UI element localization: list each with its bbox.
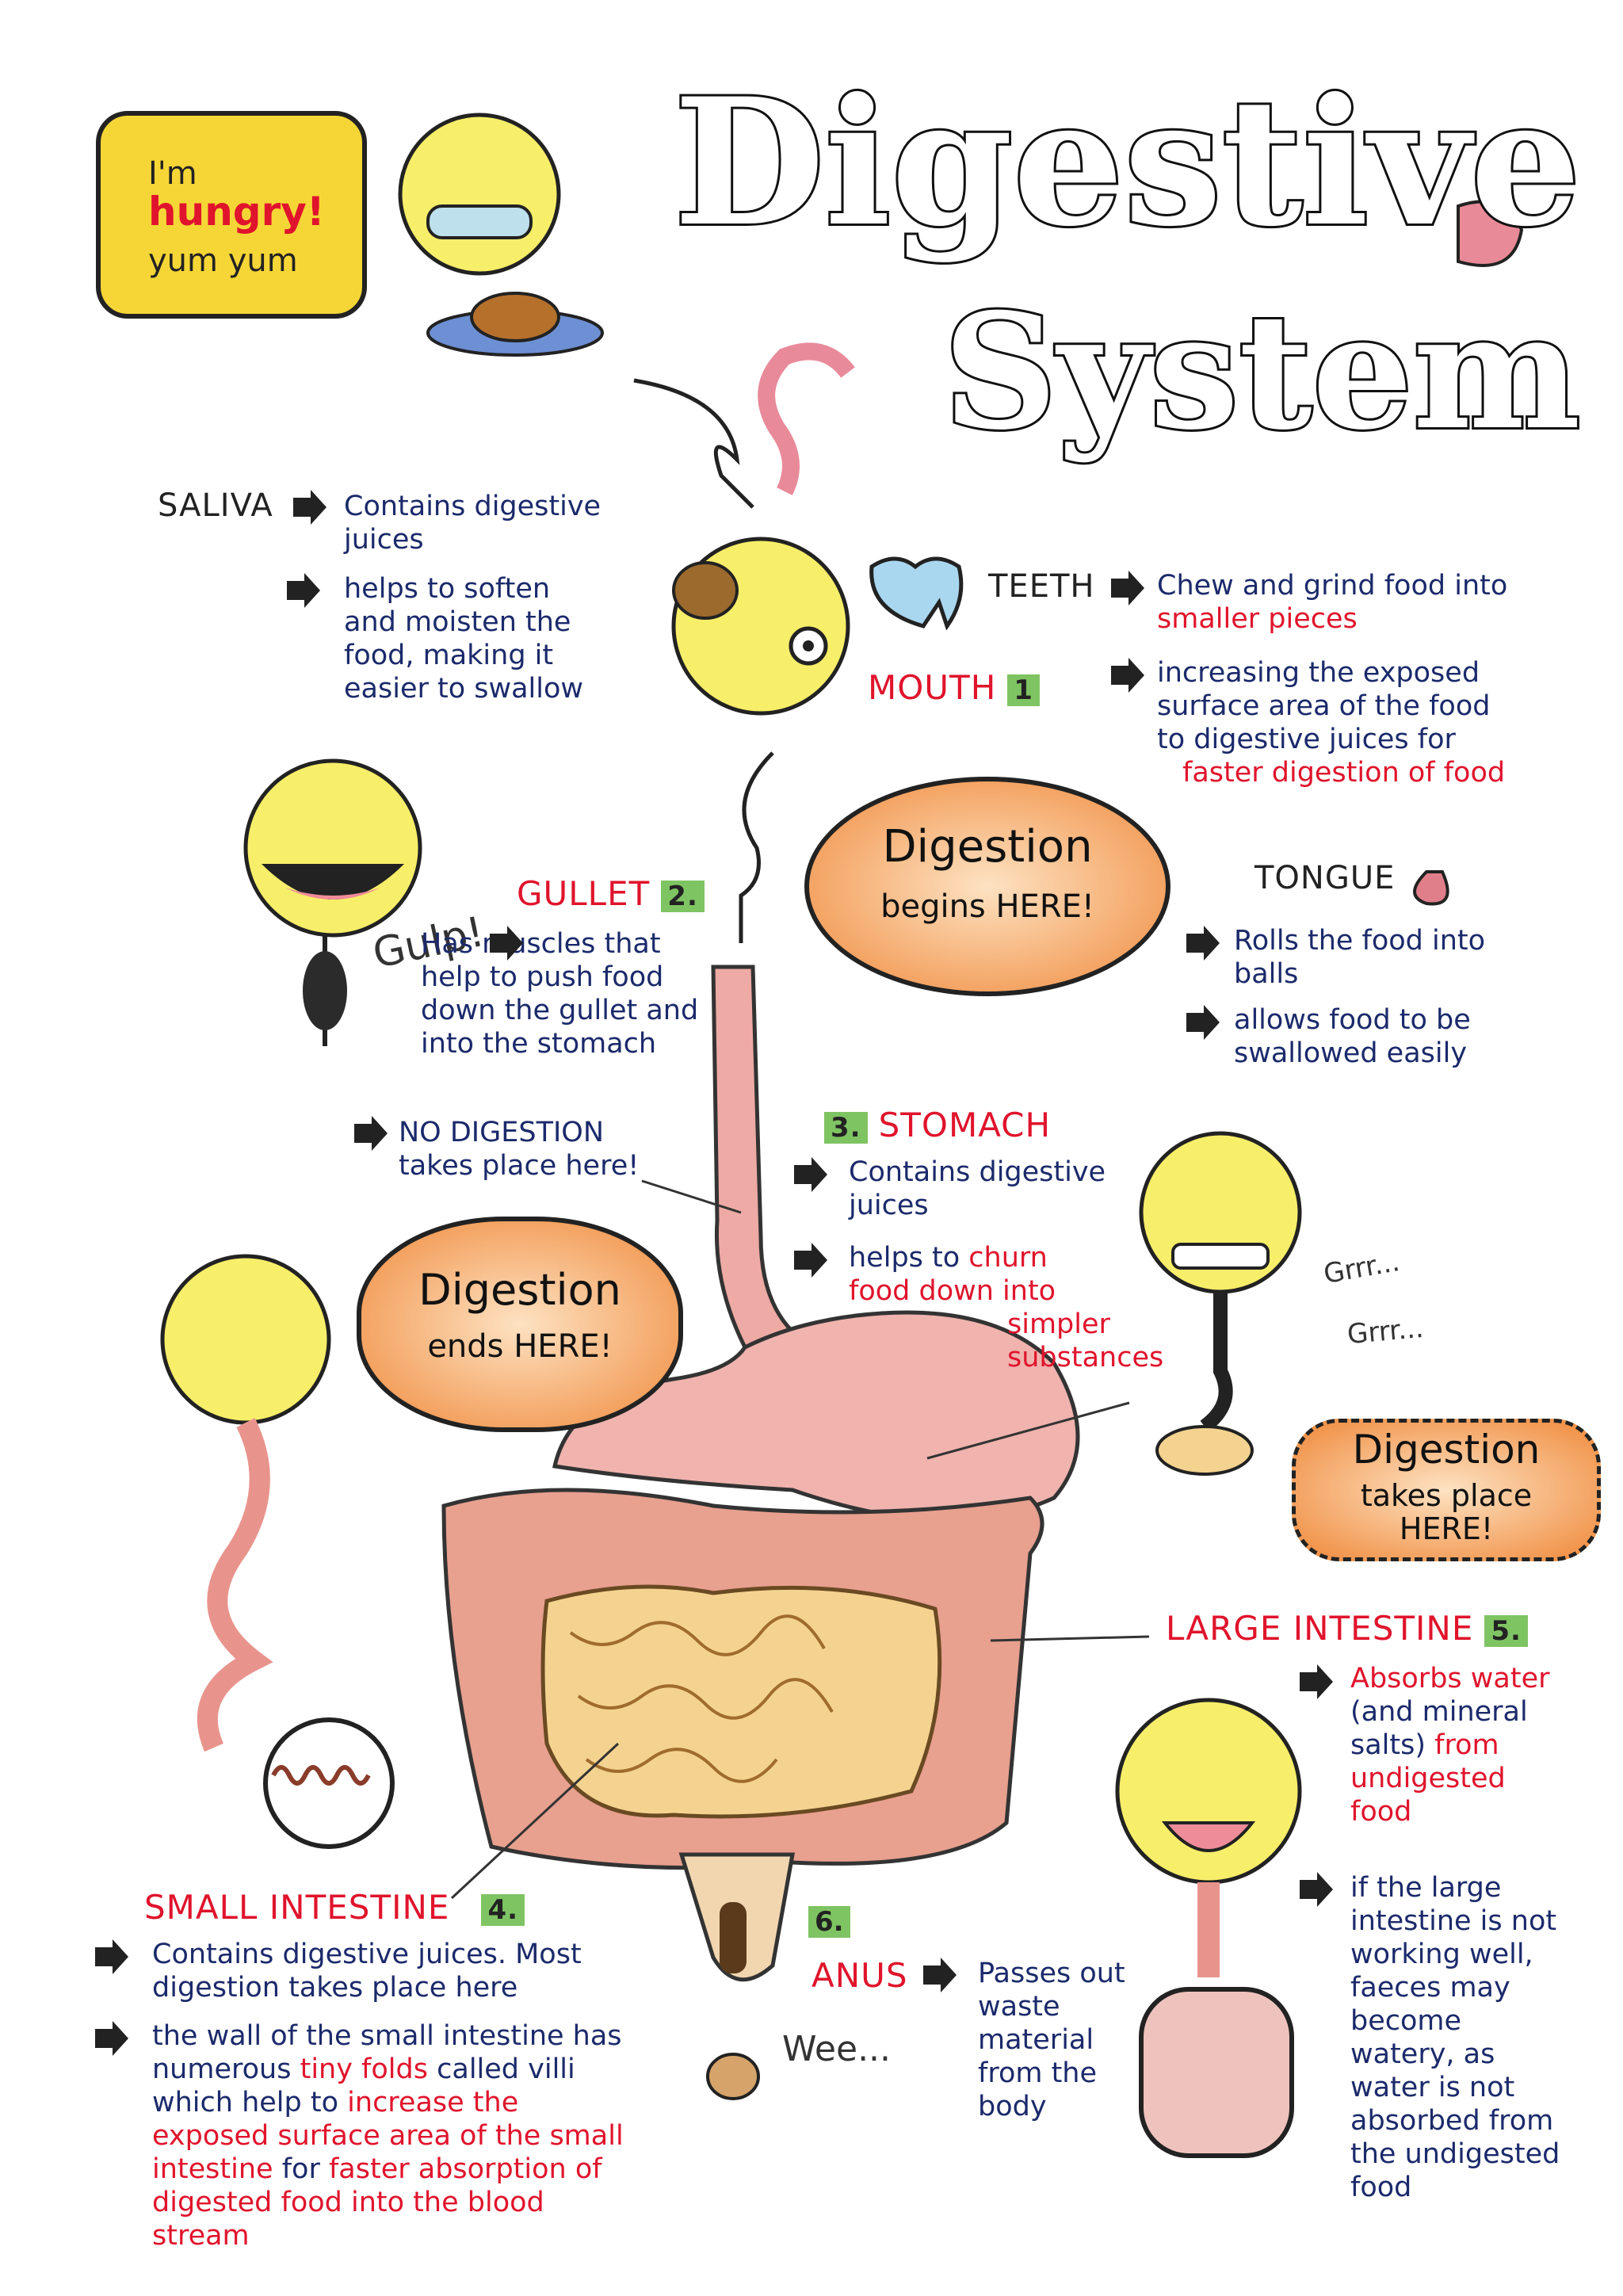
si-point-2-a: the wall of the small intestine has nume… xyxy=(152,2020,622,2085)
no-digestion-heading: NO DIGESTION xyxy=(399,1117,605,1148)
title-line-1: Digestive xyxy=(671,59,1583,265)
arrow-to-mouth xyxy=(633,378,754,509)
large-intestine-point-1-b: (and mineral salts) xyxy=(1350,1696,1528,1761)
anus-point-1: Passes out waste material from the body xyxy=(978,1958,1125,2122)
digestion-takes-place-line-2: takes place xyxy=(1360,1478,1533,1513)
title-stomach-icon xyxy=(1457,200,1524,267)
large-intestine-point-1-c: from undigested food xyxy=(1350,1729,1506,1828)
anus-number-badge: 6. xyxy=(808,1906,850,1938)
si-point-2-c: called villi which help to xyxy=(152,2053,575,2118)
mouth-face-icon xyxy=(671,537,850,716)
large-intestine-label: LARGE INTESTINE 5. xyxy=(1166,1609,1528,1648)
digestion-takes-place-bubble: Digestion takes place HERE! xyxy=(1292,1419,1601,1561)
wee-sound: Wee... xyxy=(782,2029,892,2069)
large-intestine-point-2: if the large intestine is not working we… xyxy=(1350,1872,1560,2203)
stomach-point-1: Contains digestive juices xyxy=(849,1156,1106,1221)
digestion-takes-place-line-1: Digestion xyxy=(1352,1427,1541,1473)
anus-number: 6. xyxy=(808,1906,850,1938)
tongue-label: TONGUE xyxy=(1254,860,1396,896)
gullet-label-text: GULLET xyxy=(517,874,651,913)
tongue-point-2: allows food to be swallowed easily xyxy=(1234,1004,1471,1069)
gullet-number-badge: 2. xyxy=(661,881,705,912)
teeth-point-2-text: increasing the exposed surface area of t… xyxy=(1157,657,1491,755)
teeth-label: TEETH xyxy=(988,568,1095,605)
digestion-takes-place-line-3: HERE! xyxy=(1399,1511,1494,1546)
title-line-2: System xyxy=(941,279,1583,465)
saliva-label: SALIVA xyxy=(158,487,273,524)
teeth-point-1-text: Chew and grind food into xyxy=(1157,570,1508,602)
digestion-begins-line-1: Digestion xyxy=(882,821,1093,873)
arrow-to-gullet xyxy=(739,751,774,943)
bubble-line-yum: yum yum xyxy=(148,243,298,279)
si-point-2-d: increase the exposed surface area of the… xyxy=(152,2087,624,2185)
saliva-point-2: helps to soften and moisten the food, ma… xyxy=(344,573,584,705)
teeth-point-2-highlight: faster digestion of food xyxy=(1182,757,1506,789)
crying-laughing-face-icon xyxy=(1115,1698,1302,2158)
digestion-ends-cloud: Digestion ends HERE! xyxy=(357,1217,683,1432)
small-intestine-label-text: SMALL INTESTINE xyxy=(144,1888,450,1927)
mouth-number-badge: 1 xyxy=(1007,674,1040,706)
teeth-point-1-highlight: smaller pieces xyxy=(1157,603,1358,635)
stomach-point-2-c: food down into xyxy=(849,1275,1056,1307)
stomach-point-2-d: simpler substances xyxy=(1007,1308,1164,1373)
stomach-number-badge: 3. xyxy=(824,1112,868,1144)
gullet-illustration xyxy=(711,965,796,1350)
stomach-point-2-a: helps to xyxy=(849,1242,960,1274)
title-intestine-icon xyxy=(758,342,855,495)
bubble-line-hungry: hungry! xyxy=(148,189,325,235)
happy-face-icon xyxy=(160,1254,395,1849)
anus-label: ANUS xyxy=(812,1956,908,1995)
small-intestine-label: SMALL INTESTINE 4. xyxy=(144,1888,525,1927)
gullet-point-1: Has muscles that help to push food down … xyxy=(421,928,699,1060)
stomach-point-2-churn: churn xyxy=(968,1242,1048,1274)
si-point-2-tiny-folds: tiny folds xyxy=(300,2053,428,2085)
large-intestine-point-1: Absorbs water (and mineral salts) from u… xyxy=(1350,1662,1572,1828)
laughing-face-icon xyxy=(243,758,422,1046)
large-intestine-point-1-a: Absorbs water xyxy=(1350,1663,1550,1694)
tongue-point-1: Rolls the food into balls xyxy=(1234,925,1486,990)
small-intestine-illustration xyxy=(540,1584,942,1819)
large-intestine-label-text: LARGE INTESTINE xyxy=(1166,1609,1474,1648)
grinning-face-icon xyxy=(1139,1131,1302,1476)
small-intestine-number-badge: 4. xyxy=(481,1894,525,1926)
stomach-label-text: STOMACH xyxy=(878,1106,1052,1144)
bubble-line-im: I'm xyxy=(148,155,197,192)
mouth-label-text: MOUTH xyxy=(868,668,997,707)
saliva-point-1: Contains digestive juices xyxy=(344,491,601,556)
teeth-point-2: increasing the exposed surface area of t… xyxy=(1157,656,1522,789)
grrr-sound-2: Grrr... xyxy=(1346,1312,1425,1351)
no-digestion-text: takes place here! xyxy=(399,1150,640,1182)
hungry-face-icon xyxy=(398,113,604,357)
si-point-2-e: for xyxy=(281,2153,320,2185)
digestion-begins-bubble: Digestion begins HERE! xyxy=(804,777,1170,996)
tongue-icon xyxy=(1413,870,1449,906)
gullet-label: GULLET 2. xyxy=(517,874,705,913)
hungry-speech-bubble: I'm hungry! yum yum xyxy=(96,111,367,319)
tooth-icon xyxy=(869,556,964,631)
digestion-ends-line-1: Digestion xyxy=(418,1265,621,1315)
mouth-label: MOUTH 1 xyxy=(868,668,1040,707)
stomach-label: 3. STOMACH xyxy=(824,1106,1051,1144)
poop-face-icon xyxy=(706,2053,760,2100)
large-intestine-number-badge: 5. xyxy=(1484,1615,1528,1647)
digestion-ends-line-2: ends HERE! xyxy=(427,1328,613,1365)
si-point-2-f: faster absorption of digested food into … xyxy=(152,2153,602,2252)
small-intestine-point-1: Contains digestive juices. Most digestio… xyxy=(152,1939,582,2004)
small-intestine-point-2: the wall of the small intestine has nume… xyxy=(152,2019,628,2252)
digestion-begins-line-2: begins HERE! xyxy=(880,888,1094,925)
